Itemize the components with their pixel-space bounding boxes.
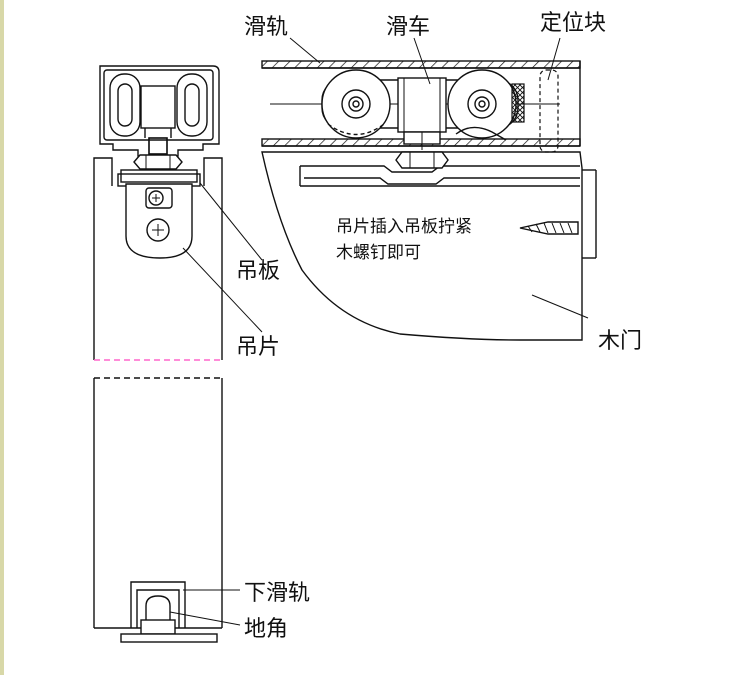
label-hanging-piece: 吊片: [236, 335, 280, 360]
leader-trolley: [413, 37, 431, 85]
leader-floor-guide: [169, 611, 241, 626]
label-hanging-plate: 吊板: [236, 259, 280, 284]
label-stopper: 定位块: [540, 11, 606, 36]
front-detail-view: [261, 37, 597, 341]
leader-stopper: [547, 37, 561, 81]
side-section-view: [93, 65, 263, 643]
label-note-line2: 木螺钉即可: [336, 243, 421, 263]
leader-hanging-piece: [182, 247, 263, 333]
door-side-section: [93, 157, 223, 629]
label-top-rail: 滑轨: [244, 15, 288, 40]
label-wood-door: 木门: [598, 329, 642, 354]
stopper-block: [539, 69, 559, 153]
top-rail-profile: [99, 65, 220, 157]
floor-guide: [120, 595, 218, 643]
hanging-piece: [125, 183, 193, 259]
label-trolley: 滑车: [386, 15, 430, 40]
leader-hanging-plate: [199, 182, 263, 261]
left-border: [0, 0, 4, 675]
trolley-assembly: [270, 69, 560, 150]
wood-door-panel: [261, 151, 597, 341]
leader-top-rail: [289, 37, 321, 64]
bottom-rail: [130, 581, 186, 628]
label-floor-guide: 地角: [244, 617, 288, 642]
label-bottom-rail: 下滑轨: [244, 581, 310, 606]
bolt: [133, 137, 183, 170]
label-note-line1: 吊片插入吊板拧紧: [336, 217, 472, 237]
leader-wood-door: [531, 294, 589, 319]
